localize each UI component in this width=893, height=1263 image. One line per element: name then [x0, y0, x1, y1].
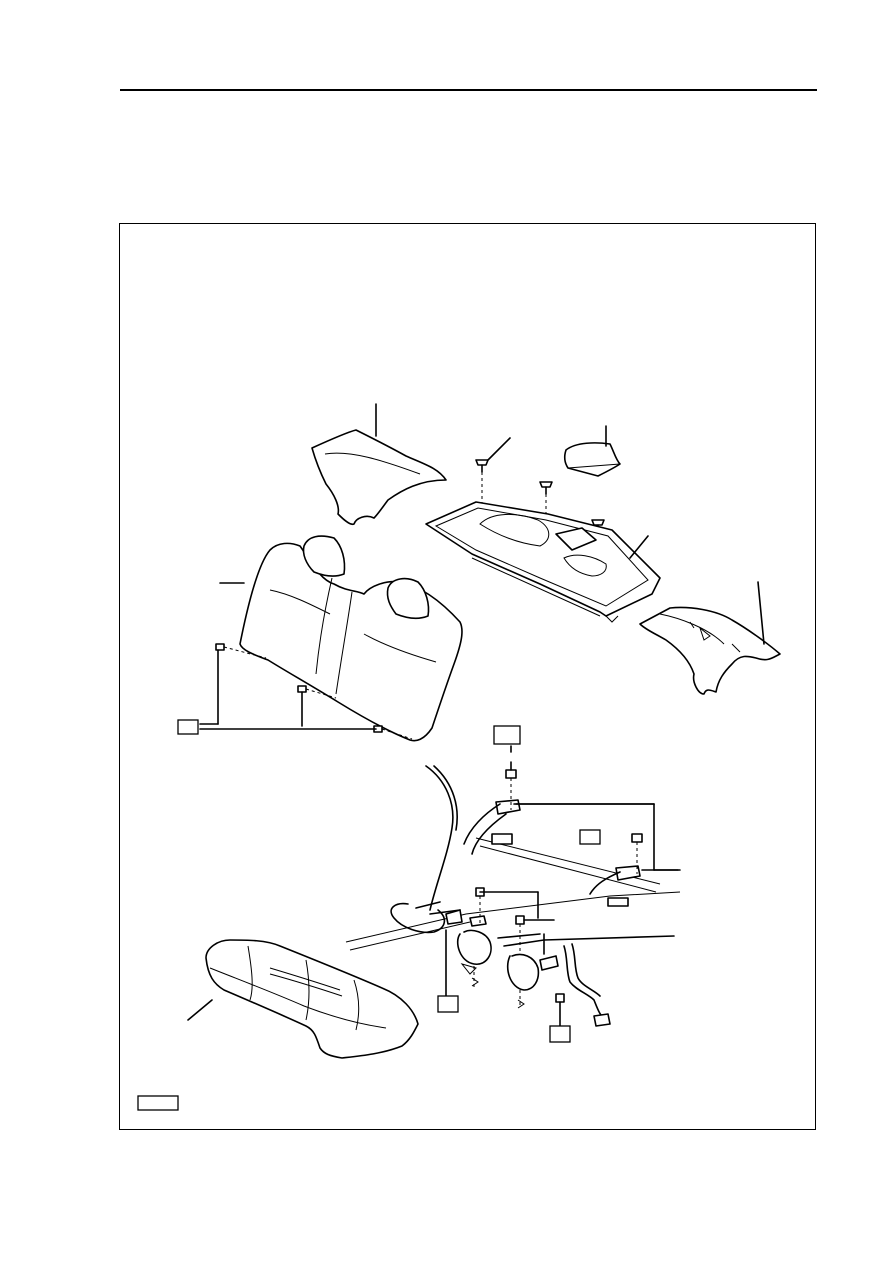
callout-box-lower-right-bolt: [549, 1025, 571, 1043]
package-tray-trim-cover: [311, 403, 447, 526]
callout-box-upper-bolt: [493, 725, 521, 745]
rear-seat-cushion: [187, 939, 419, 1059]
legend-box: [137, 1095, 179, 1111]
seat-belt-assembly: [345, 745, 681, 1031]
package-tray: [425, 501, 661, 623]
callout-box-lower-left-bolt: [437, 995, 459, 1013]
header-rule: [120, 89, 817, 91]
stop-light-cover: [563, 425, 621, 477]
callout-box-seatback-bolts: [177, 719, 199, 735]
rear-side-trim: [639, 581, 781, 695]
rear-seatback: [199, 535, 463, 742]
exploded-view-figure: [119, 223, 816, 1130]
exploded-view-drawing: [137, 403, 781, 1111]
callout-box-right-bolt: [579, 829, 601, 845]
